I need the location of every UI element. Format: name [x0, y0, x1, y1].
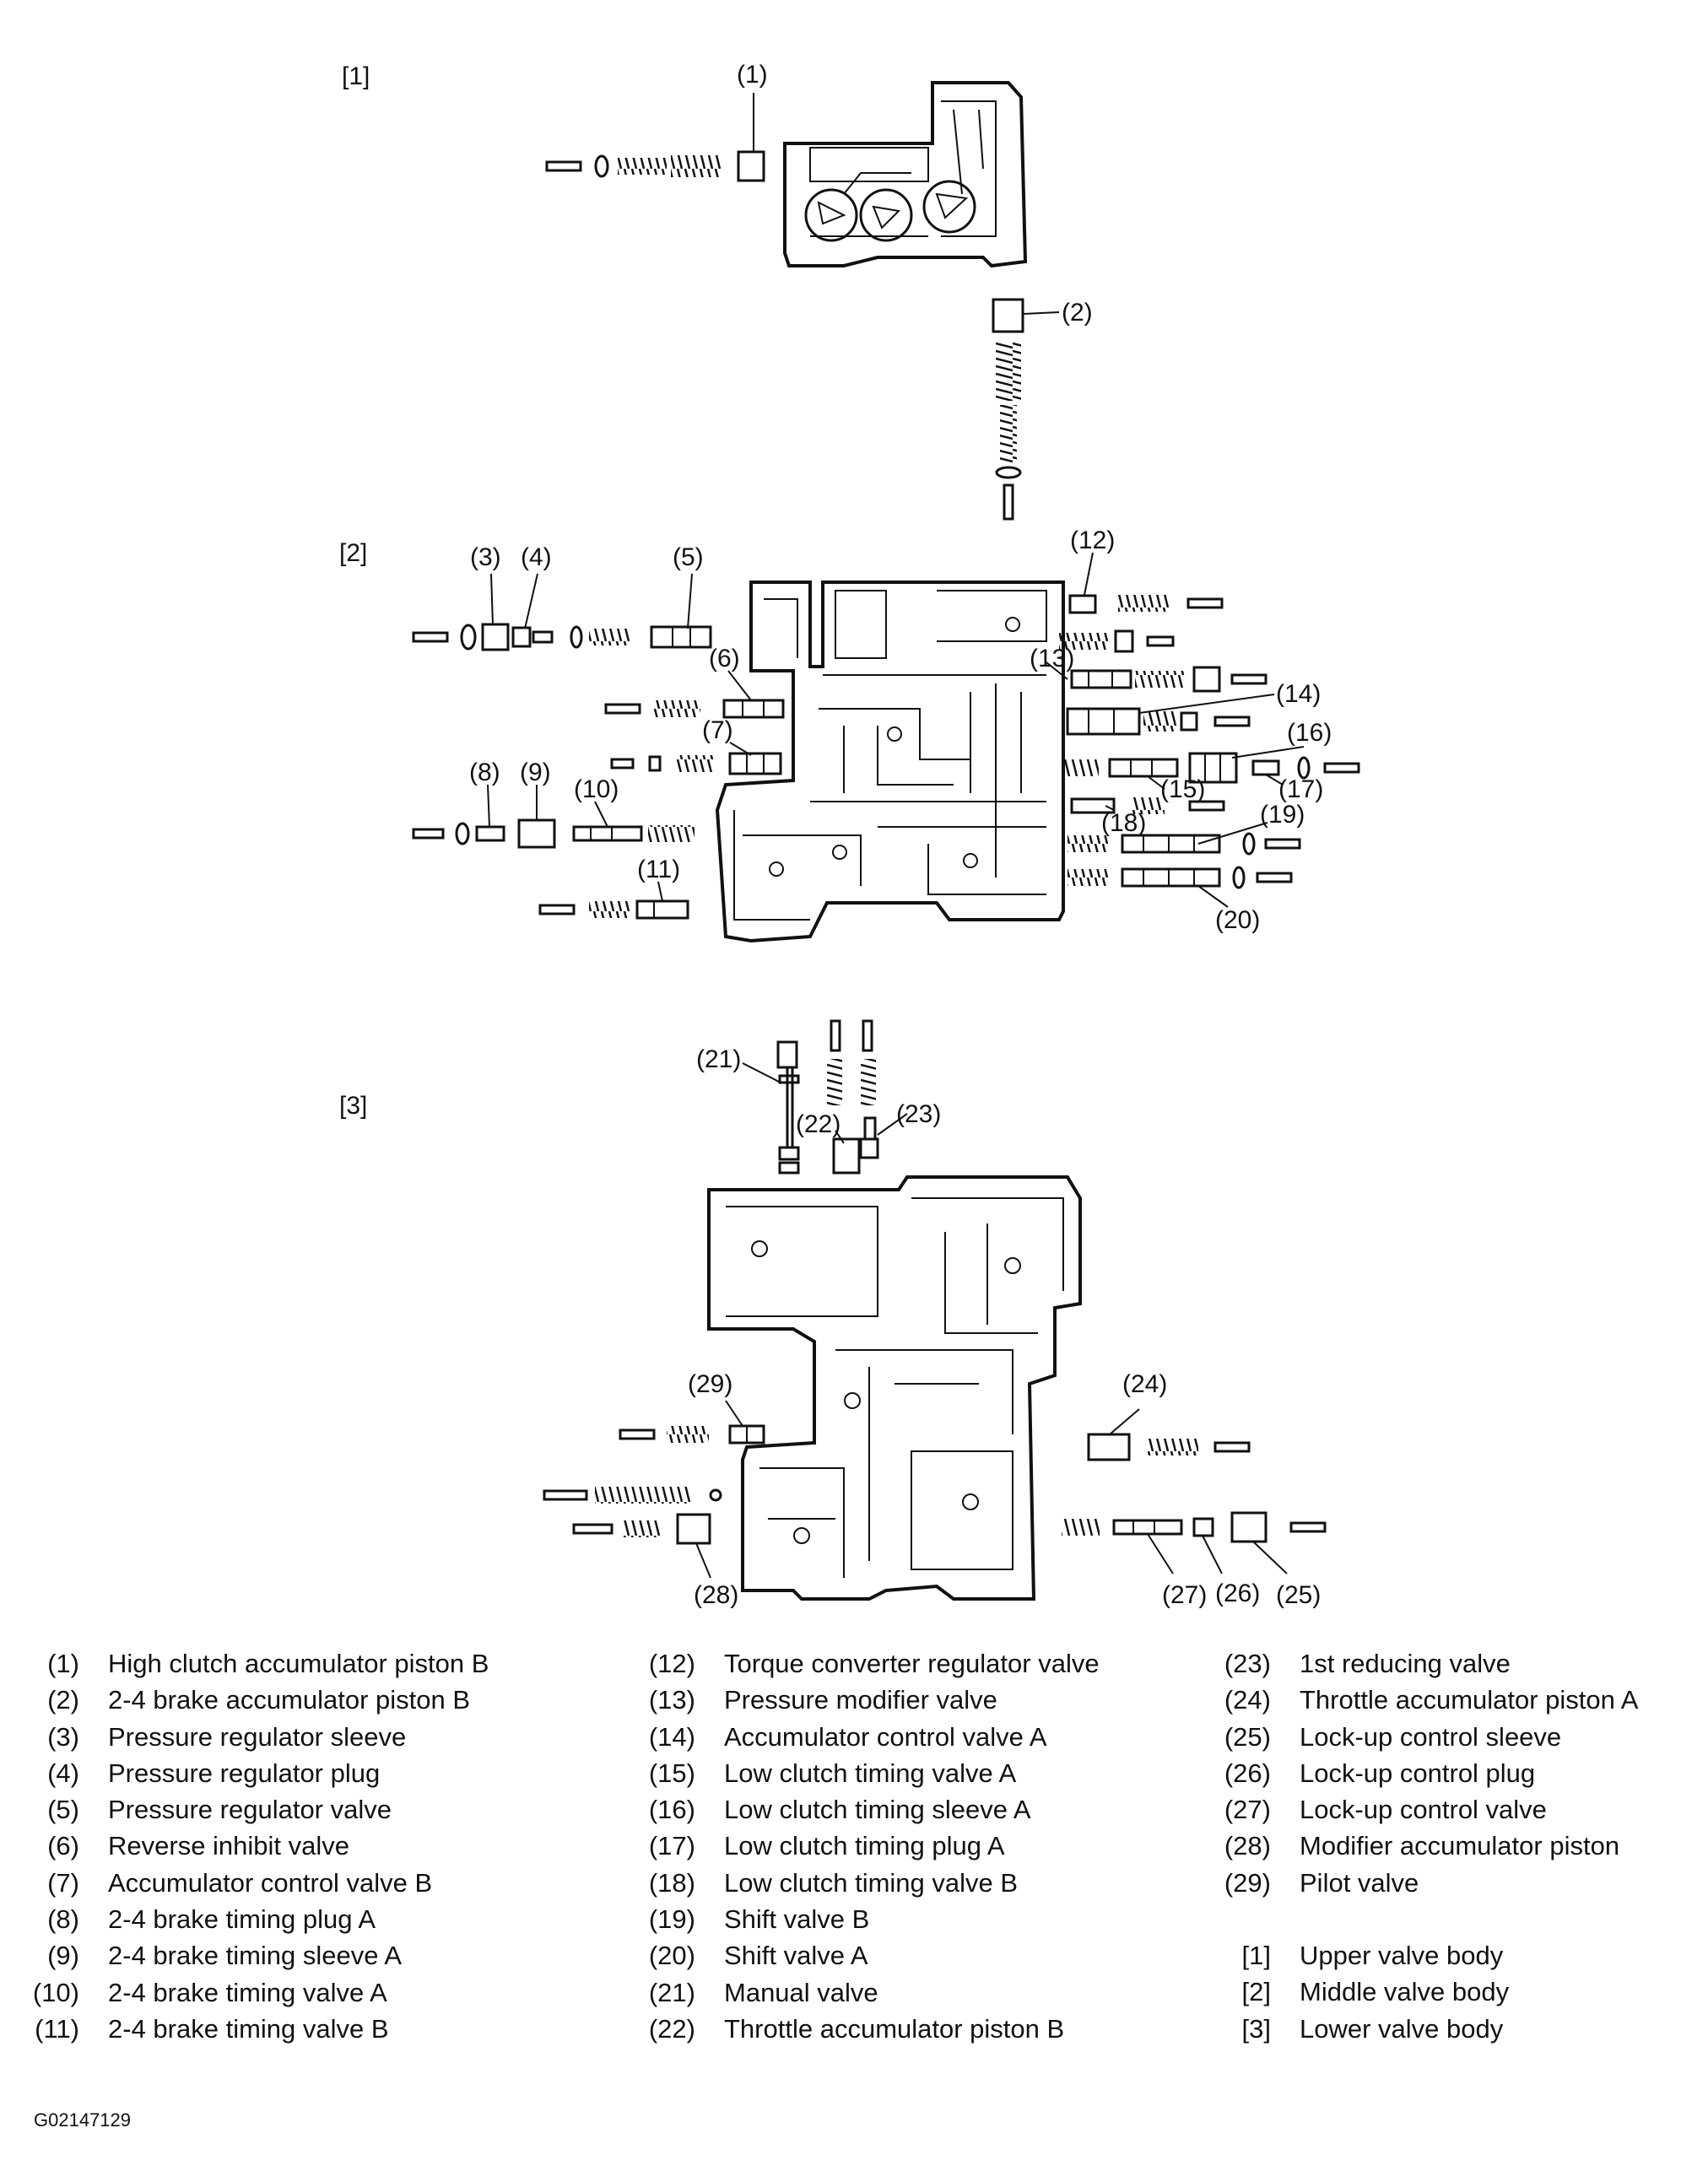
callout-19: (19): [1260, 801, 1305, 829]
legend-item: (21)Manual valve: [648, 1977, 878, 2007]
callout-10: (10): [574, 775, 619, 803]
legend-item: (14)Accumulator control valve A: [648, 1721, 1047, 1752]
legend-item: (4)Pressure regulator plug: [47, 1758, 381, 1788]
upper-body-parts: [545, 150, 765, 182]
callout-26: (26): [1215, 1580, 1260, 1607]
callout-23: (23): [896, 1100, 941, 1128]
accumulator-2-stack: [992, 298, 1060, 521]
callout-2: (2): [1062, 299, 1093, 327]
legend-item: (1)High clutch accumulator piston B: [47, 1649, 489, 1678]
leader-lines: [487, 93, 1305, 1579]
legend-item: (7)Accumulator control valve B: [47, 1867, 433, 1898]
legend-item: (19)Shift valve B: [648, 1904, 870, 1935]
callout-3: (3): [470, 543, 501, 571]
legend-spacer: [1300, 1901, 1638, 1937]
callout-15: (15): [1160, 775, 1205, 803]
upper-valve-body: [783, 81, 1028, 268]
section-label-upper: [1]: [342, 62, 370, 90]
callout-12: (12): [1070, 527, 1115, 554]
legend-item: (20)Shift valve A: [648, 1941, 868, 1971]
lower-top-parts: [776, 1019, 879, 1175]
legend-item: (22)Throttle accumulator piston B: [648, 2013, 1065, 2044]
exploded-valve-body-diagram: [1] [2] [3] (1) (2) (3) (4) (5) (6) (7) …: [339, 61, 1360, 1609]
legend-item: (18)Low clutch timing valve B: [648, 1867, 1019, 1898]
callout-6: (6): [709, 645, 740, 672]
legend-item: (15)Low clutch timing valve A: [648, 1758, 1017, 1788]
legend-column-3: (23)1st reducing valve (24)Throttle accu…: [1224, 1645, 1639, 2047]
legend-item: (26)Lock-up control plug: [1224, 1758, 1536, 1788]
legend-item: (5)Pressure regulator valve: [47, 1795, 392, 1825]
legend-item: (9)2-4 brake timing sleeve A: [47, 1941, 403, 1971]
legend-body-item: [2]Middle valve body: [1241, 1977, 1510, 2007]
legend-item: (27)Lock-up control valve: [1224, 1795, 1547, 1825]
callout-7: (7): [702, 716, 733, 744]
lower-valve-body: [707, 1175, 1082, 1601]
callout-25: (25): [1276, 1581, 1321, 1609]
callout-8: (8): [469, 759, 500, 786]
callout-28: (28): [694, 1581, 738, 1609]
legend-item: (10)2-4 brake timing valve A: [32, 1977, 387, 2007]
middle-valve-body: [715, 581, 1065, 943]
callout-20: (20): [1215, 906, 1260, 934]
middle-right-parts: [1059, 594, 1360, 889]
legend-item: (8)2-4 brake timing plug A: [47, 1904, 376, 1935]
middle-left-parts: [412, 623, 785, 920]
callout-24: (24): [1122, 1370, 1167, 1398]
legend-item: (16)Low clutch timing sleeve A: [648, 1795, 1031, 1825]
legend-item: (2)2-4 brake accumulator piston B: [47, 1685, 471, 1715]
legend-column-2: (12)Torque converter regulator valve (13…: [648, 1645, 1100, 2047]
callout-13: (13): [1030, 645, 1074, 672]
legend-body-item: [3]Lower valve body: [1241, 2013, 1504, 2044]
callout-18: (18): [1101, 809, 1146, 837]
parts-legend: (1)High clutch accumulator piston B (2)2…: [0, 1645, 1708, 2084]
legend-item: (3)Pressure regulator sleeve: [47, 1721, 407, 1752]
callout-4: (4): [521, 543, 552, 571]
legend-item: (17)Low clutch timing plug A: [648, 1831, 1005, 1861]
figure-id: G02147129: [34, 2109, 131, 2130]
callout-14: (14): [1276, 680, 1321, 708]
legend-item: (24)Throttle accumulator piston A: [1224, 1685, 1639, 1715]
callout-16: (16): [1287, 719, 1332, 747]
legend-body-item: [1]Upper valve body: [1241, 1941, 1504, 1971]
legend-item: (12)Torque converter regulator valve: [648, 1649, 1100, 1678]
callout-21: (21): [696, 1045, 741, 1073]
section-label-lower: [3]: [339, 1092, 367, 1120]
legend-item: (6)Reverse inhibit valve: [47, 1831, 350, 1861]
callout-1: (1): [737, 61, 768, 89]
legend-item: (11)2-4 brake timing valve B: [35, 2013, 389, 2044]
callout-11: (11): [637, 856, 680, 883]
legend-item: (13)Pressure modifier valve: [648, 1685, 997, 1715]
section-label-middle: [2]: [339, 539, 367, 567]
legend-item: (28)Modifier accumulator piston: [1224, 1831, 1620, 1861]
callout-5: (5): [673, 543, 704, 571]
legend-item: (23)1st reducing valve: [1224, 1649, 1511, 1678]
legend-item: (25)Lock-up control sleeve: [1224, 1721, 1562, 1752]
legend-column-1: (1)High clutch accumulator piston B (2)2…: [32, 1645, 489, 2047]
lower-side-parts: [543, 1424, 1327, 1545]
callout-9: (9): [520, 759, 551, 786]
callout-29: (29): [688, 1370, 732, 1398]
callout-17: (17): [1278, 775, 1323, 803]
legend-item: (29)Pilot valve: [1224, 1867, 1419, 1898]
callout-22: (22): [796, 1110, 840, 1138]
callout-27: (27): [1162, 1581, 1207, 1609]
